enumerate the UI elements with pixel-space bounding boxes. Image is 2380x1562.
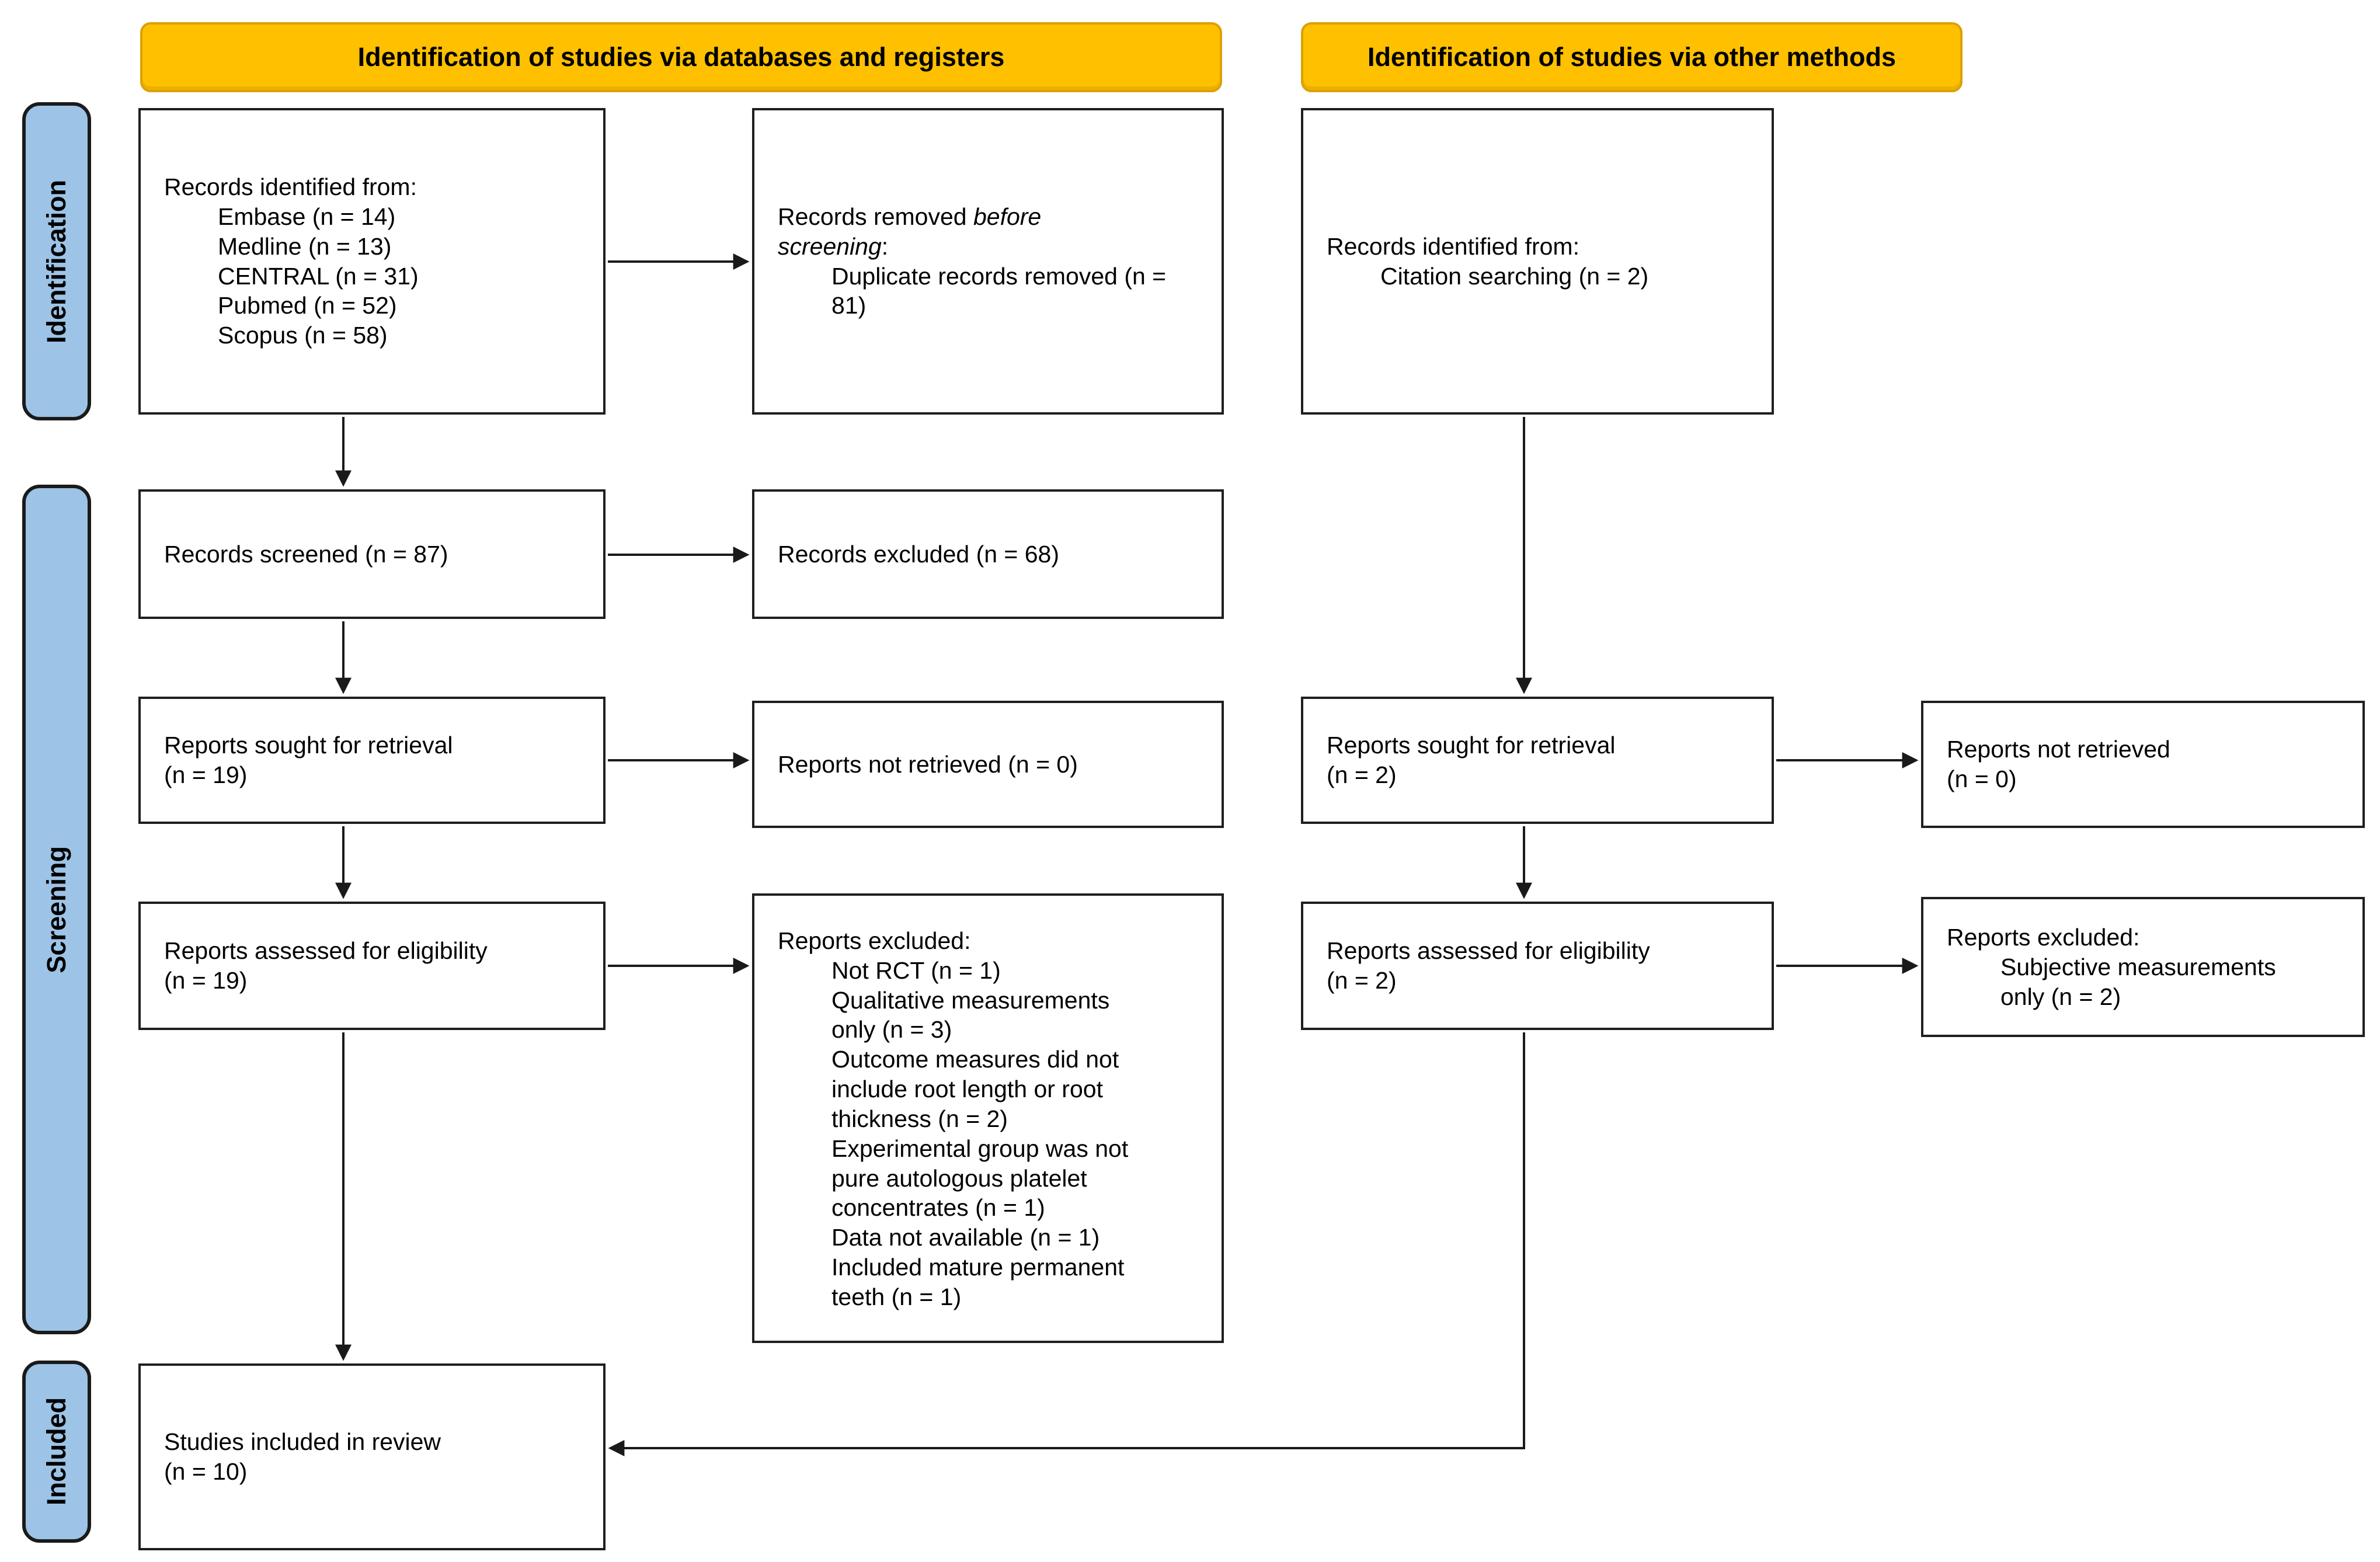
text-line: Medline (n = 13) xyxy=(218,232,392,260)
text-line: Reports assessed for eligibility xyxy=(164,937,488,965)
stage-included-label: Included xyxy=(41,1397,71,1506)
banner-databases-registers: Identification of studies via databases … xyxy=(140,22,1222,92)
text-line: Duplicate records removed (n = 81) xyxy=(831,262,1167,319)
box-records-screened: Records screened (n = 87) xyxy=(138,489,606,619)
text-line: Reports not retrieved (n = 0) xyxy=(778,750,1078,778)
text-line: Qualitative measurements only (n = 3) xyxy=(831,986,1110,1043)
stage-identification: Identification xyxy=(22,102,91,420)
box-reports-not-retrieved-databases: Reports not retrieved (n = 0) xyxy=(752,701,1224,828)
text-line: Records removed before screening: xyxy=(778,203,1042,260)
text-line: (n = 2) xyxy=(1327,761,1397,788)
stage-included: Included xyxy=(22,1361,91,1543)
text-line: (n = 10) xyxy=(164,1458,248,1485)
box-reports-excluded-databases: Reports excluded:Not RCT (n = 1)Qualitat… xyxy=(752,893,1224,1343)
text-line: Citation searching (n = 2) xyxy=(1380,262,1649,290)
text-line: Outcome measures did not include root le… xyxy=(831,1046,1119,1132)
box-reports-assessed-other: Reports assessed for eligibility(n = 2) xyxy=(1301,902,1774,1030)
text-line: Embase (n = 14) xyxy=(218,203,396,230)
text-line: (n = 0) xyxy=(1947,766,2017,792)
text-line: Experimental group was not pure autologo… xyxy=(831,1135,1129,1222)
text-line: Reports assessed for eligibility xyxy=(1327,937,1650,965)
box-records-identified-databases: Records identified from:Embase (n = 14)M… xyxy=(138,108,606,415)
stage-identification-label: Identification xyxy=(41,179,71,343)
text-line: Reports excluded: xyxy=(778,927,971,954)
box-reports-sought-other: Reports sought for retrieval(n = 2) xyxy=(1301,697,1774,824)
text-line: Not RCT (n = 1) xyxy=(831,956,1001,984)
text-line: Reports excluded: xyxy=(1947,924,2140,951)
text-line: Records screened (n = 87) xyxy=(164,540,448,568)
box-studies-included: Studies included in review(n = 10) xyxy=(138,1363,606,1550)
text-line: Records excluded (n = 68) xyxy=(778,540,1060,568)
text-line: (n = 2) xyxy=(1327,967,1397,994)
arrow-other-assessed-to-included xyxy=(608,1032,1525,1456)
box-records-excluded: Records excluded (n = 68) xyxy=(752,489,1224,619)
text-line: Pubmed (n = 52) xyxy=(218,292,397,319)
text-line: Included mature permanent teeth (n = 1) xyxy=(831,1254,1125,1310)
text-line: Data not available (n = 1) xyxy=(831,1224,1100,1251)
box-reports-assessed-databases: Reports assessed for eligibility(n = 19) xyxy=(138,902,606,1030)
text-line: CENTRAL (n = 31) xyxy=(218,262,419,290)
box-records-removed-before-screening: Records removed before screening:Duplica… xyxy=(752,108,1224,415)
text-line: Scopus (n = 58) xyxy=(218,322,388,349)
text-line: Studies included in review xyxy=(164,1428,441,1456)
text-line: Reports not retrieved xyxy=(1947,736,2170,763)
box-records-identified-other: Records identified from:Citation searchi… xyxy=(1301,108,1774,415)
box-reports-sought-databases: Reports sought for retrieval(n = 19) xyxy=(138,697,606,824)
stage-screening: Screening xyxy=(22,485,91,1334)
box-reports-excluded-other: Reports excluded:Subjective measurements… xyxy=(1921,897,2365,1037)
text-line: Records identified from: xyxy=(1327,232,1579,260)
text-line: Reports sought for retrieval xyxy=(164,732,453,759)
banner-other-methods: Identification of studies via other meth… xyxy=(1301,22,1963,92)
text-line: (n = 19) xyxy=(164,761,248,788)
text-line: Reports sought for retrieval xyxy=(1327,732,1616,759)
box-reports-not-retrieved-other: Reports not retrieved (n = 0) xyxy=(1921,701,2365,828)
text-line: Subjective measurements only (n = 2) xyxy=(2000,953,2276,1010)
text-line: (n = 19) xyxy=(164,967,248,994)
text-line: Records identified from: xyxy=(164,173,417,201)
stage-screening-label: Screening xyxy=(41,846,71,973)
